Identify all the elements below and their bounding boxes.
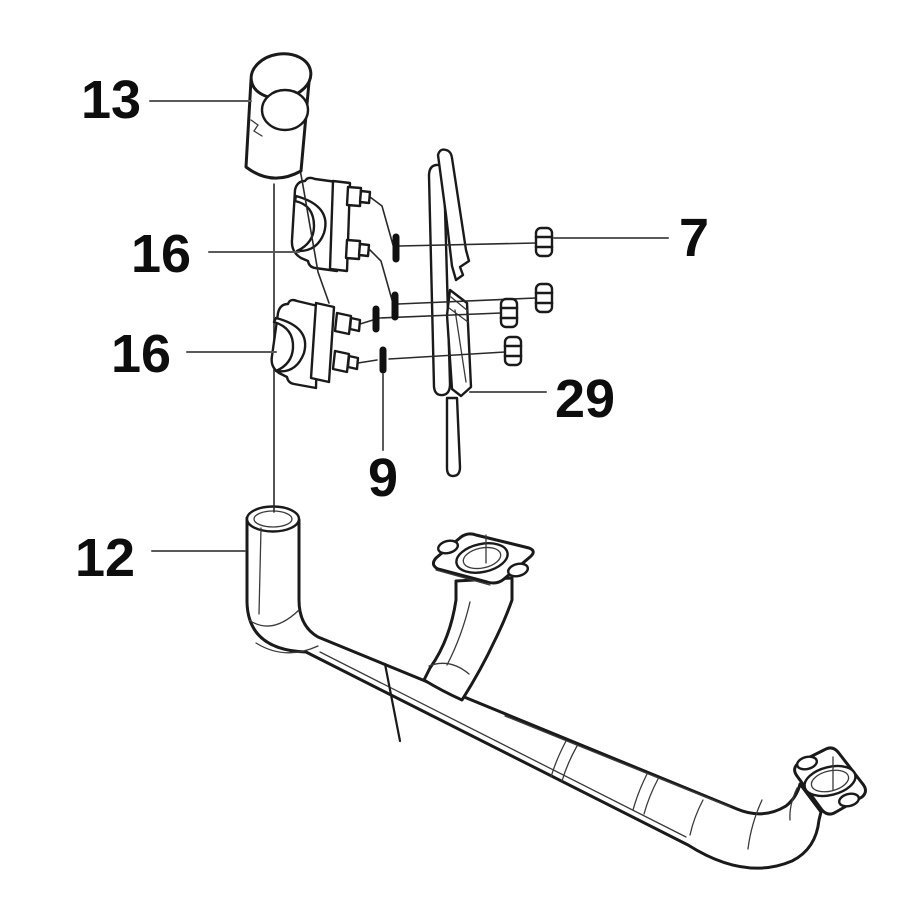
bolt	[499, 297, 519, 329]
sleeve-inner-pipe-rim	[260, 88, 310, 132]
pipe-joint-arc	[747, 799, 763, 850]
clamp-plate	[309, 301, 336, 384]
clamp-stud-tip	[348, 316, 362, 333]
bolt	[534, 282, 554, 314]
bracket-tail	[445, 396, 462, 478]
upper-flange-port-outer	[455, 542, 509, 574]
pipe-joint-arc	[689, 799, 704, 836]
pipe-contour-line	[504, 715, 731, 808]
pipe-opening-outer-rim	[245, 505, 301, 533]
bracket-face-hatch	[454, 309, 467, 383]
bracket-back-plate	[427, 163, 452, 397]
branch-tube	[422, 576, 514, 702]
clamp-stud-tip	[358, 189, 372, 205]
clamp-stud-nut	[333, 311, 353, 336]
pipe-joint-arc	[643, 778, 659, 815]
upper-flange-port-inner	[462, 546, 502, 570]
part-29-bracket	[427, 148, 473, 478]
upper-flange-thickness-edge	[435, 569, 491, 586]
right-flange-bolt-hole	[795, 755, 819, 771]
pipe-bend-contour	[255, 642, 319, 654]
clamp-plate	[328, 179, 352, 273]
part-label-16-upper: 16	[131, 224, 191, 284]
right-flange	[793, 746, 867, 816]
upper-flange-bolt-hole	[436, 539, 460, 555]
pipe-contour-line	[258, 527, 262, 615]
pipe-joint-arc	[561, 745, 578, 782]
part-label-9: 9	[368, 448, 398, 508]
pipe-joint-arc	[550, 740, 567, 778]
bracket-lower-face	[445, 288, 473, 398]
right-flange-port-inner	[810, 769, 850, 793]
clamp-saddle-crescent	[293, 194, 327, 253]
clamp-stud-nut	[345, 185, 363, 208]
clamp-stud-nut	[331, 349, 351, 374]
part-label-29: 29	[555, 369, 615, 429]
pipe-break-mark	[383, 662, 402, 743]
pipe-joint-arc	[789, 787, 798, 821]
clamp-stud-tip	[357, 242, 371, 258]
bolt-body	[503, 335, 523, 367]
bolt-axis-line-1	[369, 196, 394, 246]
right-flange-port-outer	[803, 764, 857, 798]
part-7-bolts	[499, 226, 554, 367]
clamp-saddle-crescent	[272, 316, 307, 373]
pipe-body	[245, 516, 823, 870]
bolt-axis-line-1	[398, 242, 537, 247]
pipe-joint-arc	[632, 773, 648, 811]
part-label-16-lower: 16	[111, 324, 171, 384]
bolt-axis-line-4	[388, 351, 506, 360]
part-9-spacers	[372, 233, 400, 374]
bolt-body	[534, 282, 554, 314]
upper-flange-bolt-hole	[506, 562, 530, 578]
pipe-opening-inner-rim	[253, 510, 293, 528]
pipe-branch	[422, 576, 514, 702]
part-16-clamp-upper	[290, 176, 372, 273]
branch-joint-arc	[428, 662, 470, 675]
bolt	[534, 226, 554, 258]
bracket-face-hatch	[450, 296, 469, 312]
bracket-upper-face	[436, 148, 471, 282]
part-label-13: 13	[81, 70, 141, 130]
bolt-axis-line-2	[369, 249, 393, 301]
part-label-7: 7	[679, 208, 709, 268]
bolt	[503, 335, 523, 367]
part-16-clamp-lower	[270, 298, 362, 390]
bolt-body	[499, 297, 519, 329]
part-12-exhaust-pipe	[245, 505, 867, 870]
part-13-sleeve	[244, 52, 313, 180]
clamp-stud-tip	[346, 354, 360, 371]
sleeve-slit	[250, 119, 263, 137]
clamp-stud-nut	[344, 238, 362, 261]
part-label-12: 12	[75, 528, 135, 588]
upper-flange	[431, 532, 535, 586]
branch-contour-line	[446, 601, 471, 666]
bolt-axis-line-3	[359, 319, 374, 325]
bolt-axis-line-4	[357, 359, 378, 364]
bolt-axis-line-3	[378, 312, 502, 319]
pipe-contour-line	[319, 651, 687, 838]
bolt-body	[534, 226, 554, 258]
right-flange-bolt-hole	[837, 792, 861, 808]
pipe-bend-contour	[248, 609, 300, 627]
labels-and-leaders: 13 16 16 7 29 9 12	[75, 70, 709, 588]
